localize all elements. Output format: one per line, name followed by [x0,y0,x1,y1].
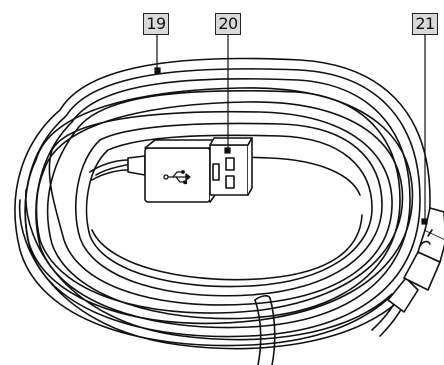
callout-label-19: 19 [143,13,169,35]
leader-dot-20 [224,147,231,154]
usb-symbol-icon [163,170,191,185]
callout-label-21: 21 [412,13,438,35]
leader-dot-21 [421,218,428,225]
cable-tie [254,295,276,365]
callout-label-20: 20 [215,13,241,35]
cable-coil [14,57,431,350]
usb-a-cable-tail [89,155,146,181]
usb-a-connector [144,137,253,203]
micro-usb-cable-tail [371,277,419,337]
leader-dot-19 [154,67,161,74]
